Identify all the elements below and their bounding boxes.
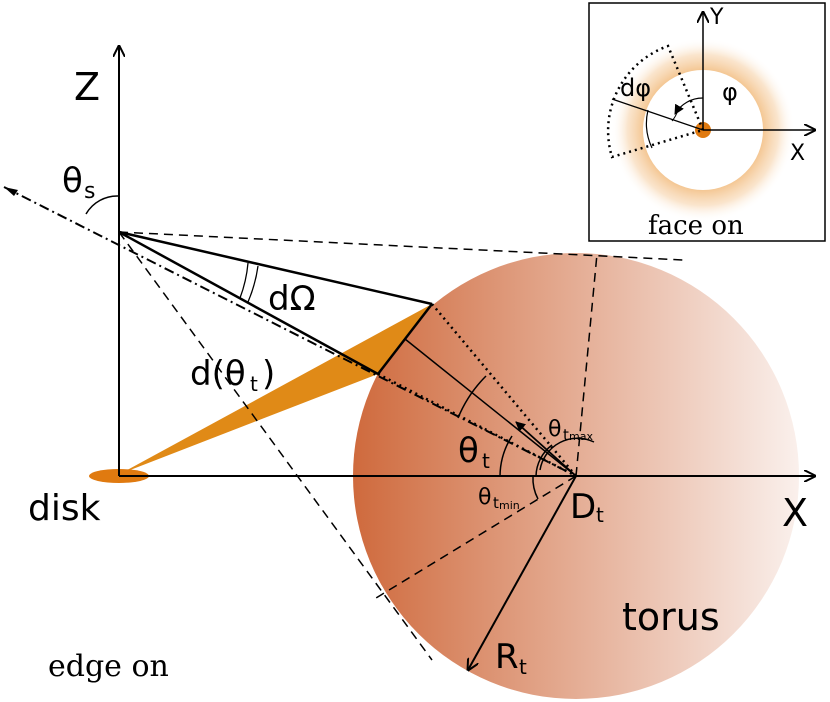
line-of-sight-arrowhead [4,187,18,196]
inset-y-label: Y [709,5,724,30]
domega-arc-inner [239,262,249,299]
theta-t-subscript: t [482,449,490,473]
r-t-label: R [495,637,519,677]
d-t-subscript: t [596,503,604,527]
theta-t-arrow [515,421,577,477]
x-axis-label: X [782,491,808,535]
inset-x-label: X [790,141,805,166]
theta-t-label: θ [458,431,479,471]
theta-tmin-subscript: t [493,494,499,512]
edge-on-label: edge on [48,649,169,684]
inset-phi-label: φ [722,78,738,106]
d-theta-t-close: ) [262,354,275,394]
d-theta-t-label: d(θ [190,354,246,394]
domega-lower-edge [118,230,379,376]
d-theta-t-subscript: t [250,372,258,396]
inset-face-on-label: face on [648,211,744,241]
theta-tmin-subsubscript: min [499,499,520,512]
r-t-arrow [468,475,577,670]
theta-tmax-radial [575,253,598,477]
tangent-top-dashed [118,231,684,261]
theta-t-arc [499,435,513,477]
domega-label: dΩ [268,279,316,319]
theta-tmax-arc [539,437,595,471]
torus-label: torus [622,595,720,639]
face-on-inset: Y X dφ φ face on [588,2,826,242]
domega-upper-edge [118,230,433,306]
patch-angle-arc [457,375,487,419]
theta-s-arc [85,195,120,215]
inset-phi-arc [674,97,704,115]
inset-dphi-sector [606,44,705,159]
theta-tmax-arc-small [535,444,553,477]
theta-tmin-radial [375,475,577,599]
inset-dphi-arc [645,109,653,149]
patch-to-center-lower [377,372,577,478]
tangent-bottom-dashed [118,231,433,661]
disk-label: disk [28,488,101,529]
theta-tmin-arc [532,475,539,500]
theta-tmax-subscript: t [563,426,569,444]
domega-arc-outer [247,265,259,303]
inset-sector-bisector [611,98,704,131]
theta-tmax-subsubscript: max [569,430,593,443]
inset-dphi-label: dφ [620,74,651,102]
theta-tmin-label: θ [478,485,491,510]
theta-tmax-label: θ [548,417,561,442]
illumination-cone [120,304,432,474]
r-t-subscript: t [519,655,527,679]
theta-s-label: θ [62,161,83,201]
z-axis-label: Z [74,65,100,109]
d-t-label: D [570,487,596,527]
theta-s-subscript: s [84,179,95,204]
